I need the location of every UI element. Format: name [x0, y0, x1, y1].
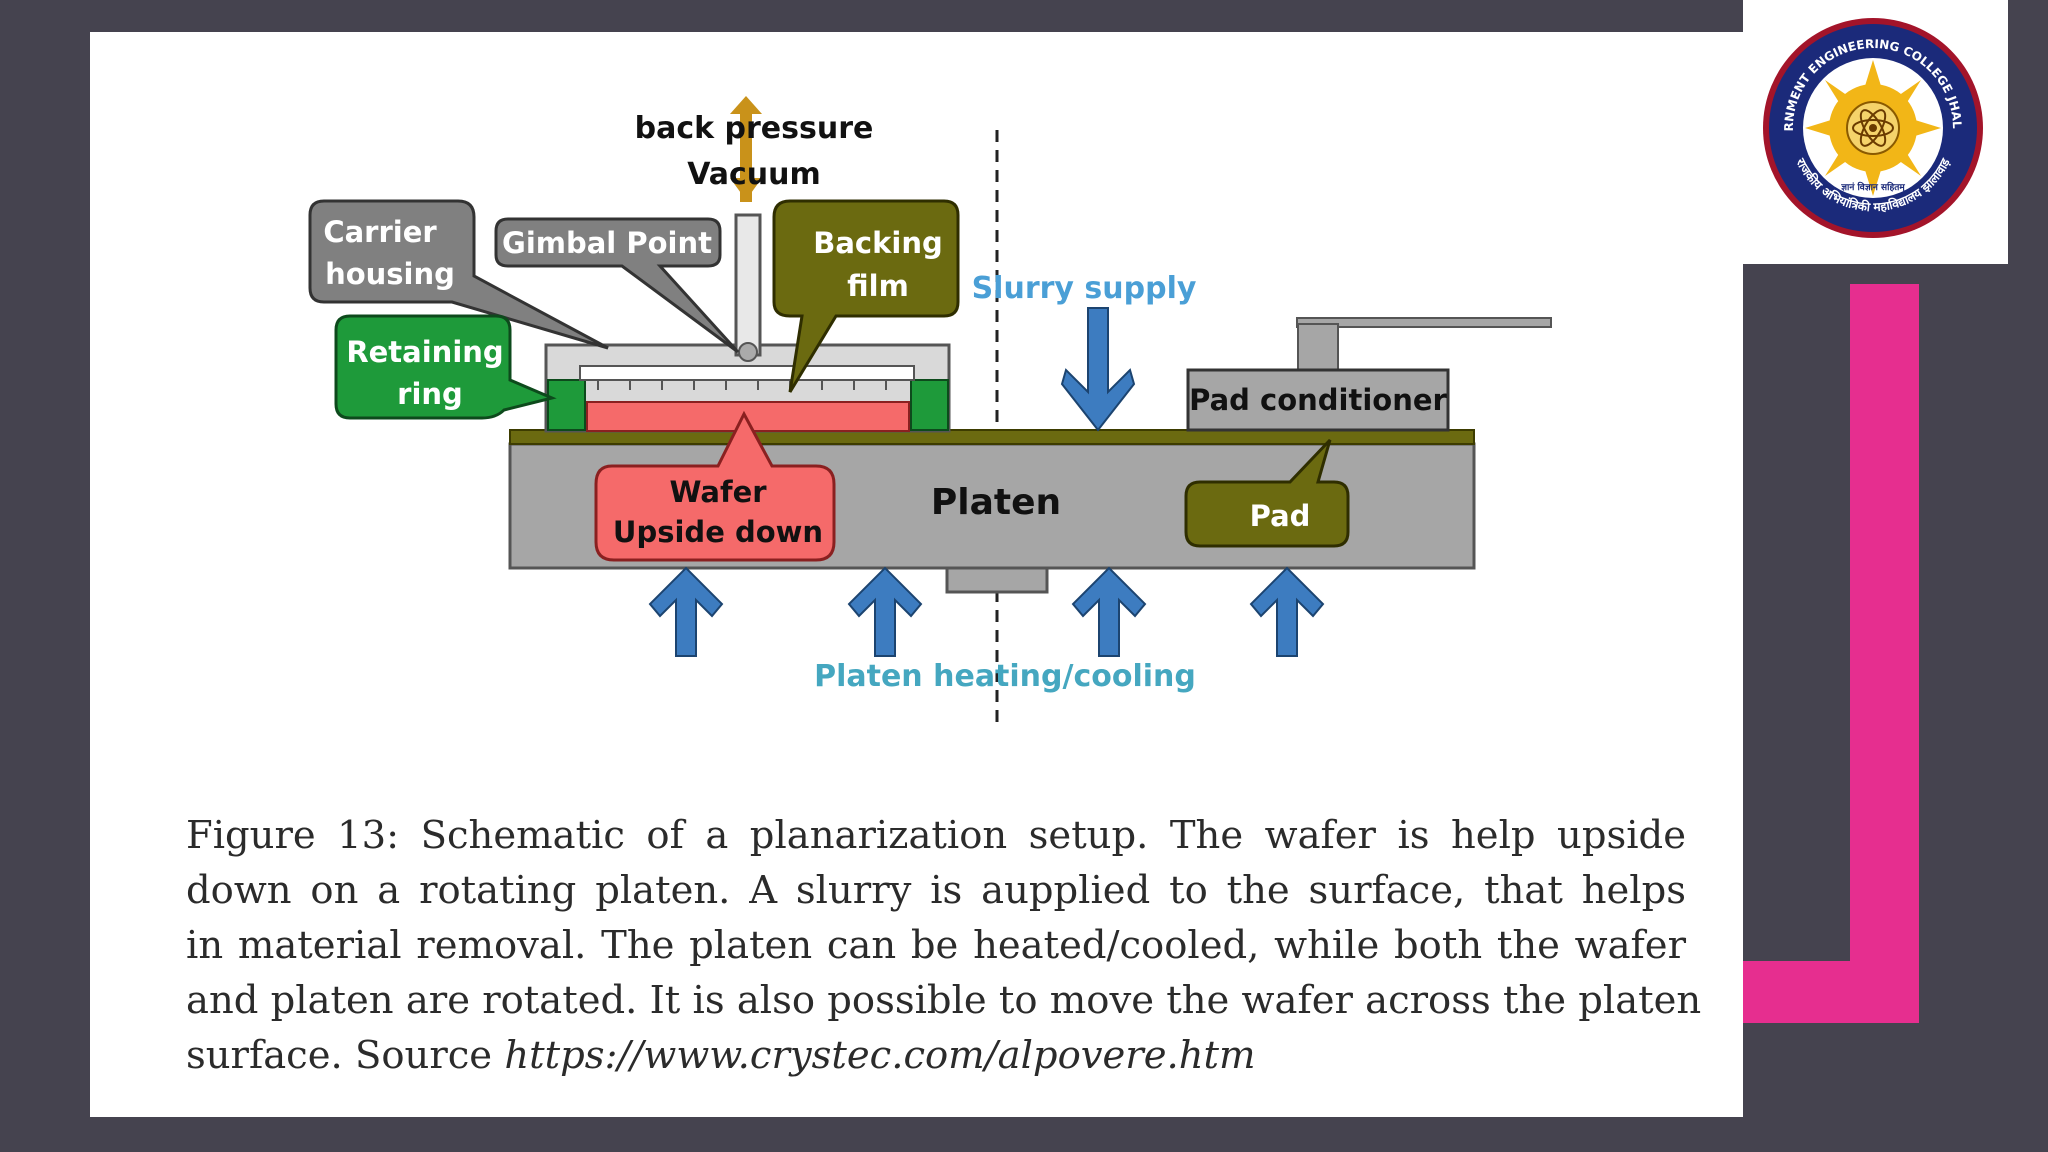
slurry-arrow — [1060, 307, 1136, 432]
svg-text:Carrier: Carrier — [323, 215, 437, 249]
backing-film — [579, 365, 915, 381]
platen-heating-label: Platen heating/cooling — [814, 659, 1196, 694]
pressure-arrow-head-down — [730, 178, 762, 200]
back-pressure-label: back pressure — [635, 111, 874, 146]
caption-line-3: in material removal. The platen can be h… — [186, 923, 1686, 968]
platen-label: Platen — [931, 482, 1061, 523]
svg-text:Pad: Pad — [1250, 499, 1311, 533]
retaining-ring-callout: Retaining ring — [334, 314, 557, 420]
svg-text:Wafer: Wafer — [669, 475, 767, 509]
svg-text:Gimbal Point: Gimbal Point — [502, 226, 712, 260]
svg-text:Backing: Backing — [813, 226, 943, 260]
pad-callout: Pad — [1184, 438, 1350, 548]
heating-arrows — [648, 566, 1325, 657]
svg-text:film: film — [847, 269, 909, 303]
pad-conditioner-box — [1186, 368, 1450, 432]
caption-line-1: Figure 13: Schematic of a planarization … — [186, 813, 1686, 858]
figure-caption: Figure 13: Schematic of a planarization … — [186, 808, 1702, 1083]
slurry-supply-label: Slurry supply — [972, 271, 1197, 306]
svg-text:Upside down: Upside down — [613, 515, 823, 549]
accent-bracket — [1743, 284, 1919, 1023]
caption-line-4: and platen are rotated. It is also possi… — [186, 978, 1702, 1023]
pad-conditioner-label: Pad conditioner — [1189, 383, 1447, 417]
backing-film-callout: Backing film — [772, 199, 960, 393]
retaining-ring-left — [547, 379, 586, 431]
svg-text:ज्ञानं विज्ञान सहितम्: ज्ञानं विज्ञान सहितम् — [1840, 181, 1906, 193]
spindle-shaft — [734, 213, 762, 357]
carrier-housing-callout: Carrier housing — [308, 199, 609, 350]
gimbal-point-callout: Gimbal Point — [494, 217, 740, 354]
svg-text:GOVERNMENT ENGINEERING COLLEGE: GOVERNMENT ENGINEERING COLLEGE JHALAWAR — [0, 0, 1964, 131]
vacuum-label: Vacuum — [687, 157, 821, 192]
svg-text:housing: housing — [325, 257, 455, 291]
svg-text:ring: ring — [397, 377, 463, 411]
caption-source-prefix: surface. Source — [186, 1033, 505, 1078]
wafer-callout: Wafer Upside down — [594, 410, 836, 562]
pressure-arrow — [740, 104, 752, 202]
pressure-arrow-head-up — [730, 96, 762, 114]
gimbal-point — [738, 342, 758, 362]
retaining-ring-right — [910, 379, 949, 431]
conditioner-arm — [1296, 317, 1552, 328]
caption-line-2: down on a rotating platen. A slurry is a… — [186, 868, 1686, 913]
caption-line-5: surface. Source https://www.crystec.com/… — [186, 1028, 1686, 1083]
svg-text:Retaining: Retaining — [346, 335, 503, 369]
conditioner-post — [1297, 323, 1339, 371]
college-seal-logo: GOVERNMENT ENGINEERING COLLEGE JHALAWAR … — [0, 0, 1983, 238]
source-url-link[interactable]: https://www.crystec.com/alpovere.htm — [504, 1033, 1256, 1078]
platen-shaft — [945, 566, 1049, 594]
